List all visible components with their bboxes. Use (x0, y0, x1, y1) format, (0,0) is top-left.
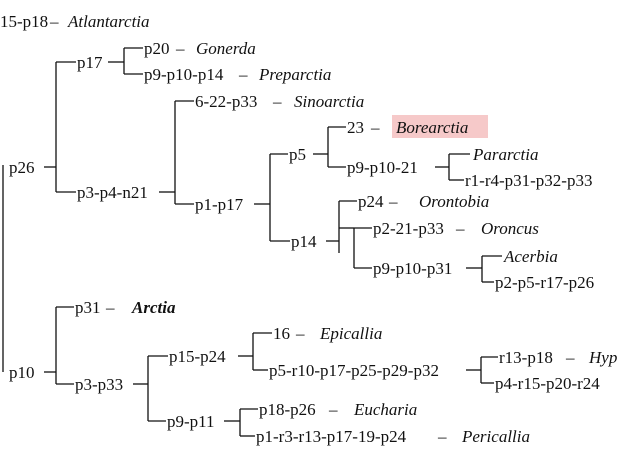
dash: – (238, 65, 248, 84)
dash: – (295, 324, 305, 343)
node-p9p10_21: p9-p10-21 (347, 158, 418, 177)
taxon-atlantarctia: Atlantarctia (67, 12, 150, 31)
dash: – (388, 192, 398, 211)
taxon-acerbia: Acerbia (503, 247, 558, 266)
node-r1r4: r1-r4-p31-p32-p33 (465, 171, 592, 190)
dash: – (565, 348, 575, 367)
node-p2p5r17p26: p2-p5-r17-p26 (495, 273, 594, 292)
taxon-epicallia: Epicallia (319, 324, 382, 343)
taxon-pararctia: Pararctia (472, 145, 538, 164)
taxon-orontobia: Orontobia (419, 192, 489, 211)
dash: – (175, 39, 185, 58)
top-dash: – (49, 12, 59, 31)
dash: – (437, 427, 447, 446)
node-p31: p31 (75, 298, 101, 317)
dash: – (455, 219, 465, 238)
node-p24: p24 (358, 192, 384, 211)
node-p9p10p14: p9-p10-p14 (144, 65, 224, 84)
taxon-gonerda: Gonerda (196, 39, 256, 58)
taxon-preparctia: Preparctia (258, 65, 331, 84)
node-p5r10: p5-r10-p17-p25-p29-p32 (269, 361, 439, 380)
dash: – (370, 118, 380, 137)
borearctia-highlight (392, 115, 488, 138)
taxon-oroncus: Oroncus (481, 219, 539, 238)
node-p20: p20 (144, 39, 170, 58)
taxon-hyp: Hyp (588, 348, 617, 367)
dash: – (272, 92, 282, 111)
node-p18p26: p18-p26 (259, 400, 316, 419)
node-23: 23 (347, 118, 364, 137)
node-six22p33: 6-22-p33 (195, 92, 257, 111)
node-p3p33: p3-p33 (75, 375, 123, 394)
node-p5: p5 (289, 145, 306, 164)
taxon-sinoarctia: Sinoarctia (294, 92, 364, 111)
node-p17: p17 (77, 53, 103, 72)
node-p4r15: p4-r15-p20-r24 (495, 374, 600, 393)
taxon-eucharia: Eucharia (353, 400, 417, 419)
node-p3p4n21: p3-p4-n21 (77, 183, 148, 202)
node-p2_21_p33: p2-21-p33 (373, 219, 444, 238)
taxon-borearctia: Borearctia (396, 118, 468, 137)
dash: – (105, 298, 115, 317)
node-16: 16 (273, 324, 290, 343)
taxon-arctia: Arctia (131, 298, 176, 317)
node-r13p18: r13-p18 (499, 348, 553, 367)
dash: – (328, 400, 338, 419)
node-p14: p14 (291, 232, 317, 251)
node-p15p24: p15-p24 (169, 347, 226, 366)
node-p1p17: p1-p17 (195, 195, 244, 214)
node-p9p10p31: p9-p10-p31 (373, 259, 452, 278)
node-p26: p26 (9, 158, 35, 177)
node-p1r3: p1-r3-r13-p17-19-p24 (256, 427, 407, 446)
node-p10: p10 (9, 363, 35, 382)
top-chars-label: 15-p18 (0, 12, 48, 31)
taxon-pericallia: Pericallia (461, 427, 530, 446)
node-p9p11: p9-p11 (167, 412, 215, 431)
